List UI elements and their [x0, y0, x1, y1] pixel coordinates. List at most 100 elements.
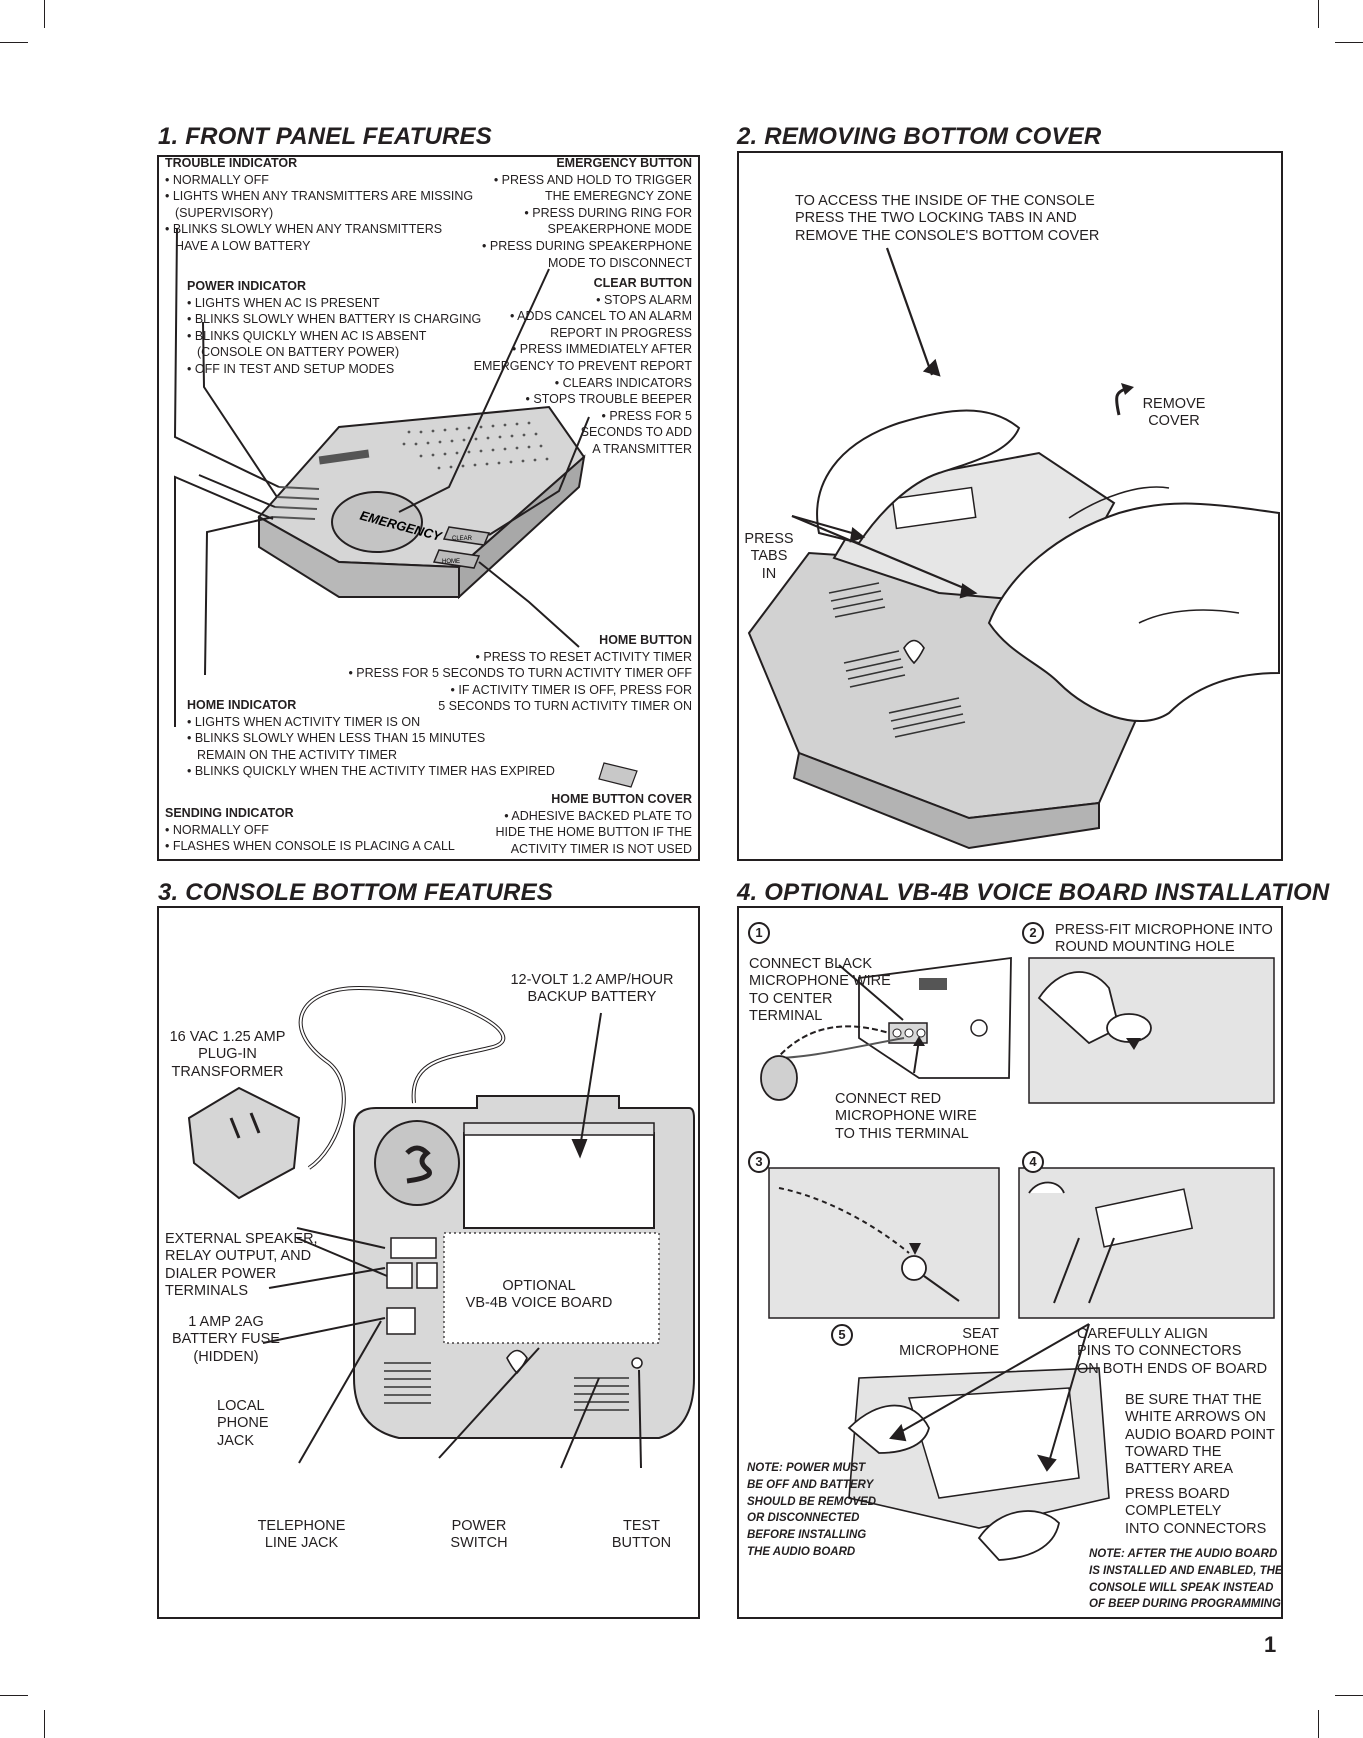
page-number: 1: [1264, 1632, 1277, 1657]
device-home-text: HOME: [442, 559, 460, 565]
emergency-button-block: EMERGENCY BUTTON • PRESS AND HOLD TO TRI…: [482, 155, 692, 271]
emergency-line: SPEAKERPHONE MODE: [547, 222, 692, 237]
transformer-line: PLUG-IN: [198, 1046, 257, 1063]
fuse-line: 1 AMP 2AG: [188, 1314, 264, 1330]
terminals-line: DIALER POWER: [165, 1265, 277, 1282]
home-button-line: • PRESS FOR 5 SECONDS TO TURN ACTIVITY T…: [348, 666, 692, 681]
clear-line: • STOPS ALARM: [596, 292, 692, 307]
note-audio-line: NOTE: AFTER THE AUDIO BOARD: [1089, 1548, 1278, 1560]
power-indicator-block: POWER INDICATOR • LIGHTS WHEN AC IS PRES…: [187, 278, 481, 378]
test-line: TEST: [622, 1518, 661, 1534]
emergency-line: MODE TO DISCONNECT: [548, 255, 692, 270]
note-audio-line: CONSOLE WILL SPEAK INSTEAD: [1089, 1581, 1274, 1594]
local-line: LOCAL: [217, 1398, 265, 1414]
terminals-line: TERMINALS: [165, 1282, 248, 1299]
terminals-line: RELAY OUTPUT, AND: [165, 1248, 312, 1265]
terminals-line: EXTERNAL SPEAKER,: [165, 1231, 318, 1247]
emergency-line: • PRESS DURING RING FOR: [524, 205, 692, 220]
trouble-line: HAVE A LOW BATTERY: [175, 238, 311, 253]
trouble-indicator-block: TROUBLE INDICATOR • NORMALLY OFF • LIGHT…: [165, 155, 473, 255]
sending-line: • NORMALLY OFF: [165, 822, 269, 837]
clear-button-block: CLEAR BUTTON • STOPS ALARM • ADDS CANCEL…: [474, 275, 692, 458]
sending-indicator-block: SENDING INDICATOR • NORMALLY OFF • FLASH…: [165, 805, 455, 855]
press-line: TABS: [750, 548, 788, 565]
clear-line: • ADDS CANCEL TO AN ALARM: [510, 309, 692, 324]
note-audio-line: IS INSTALLED AND ENABLED, THE: [1089, 1564, 1283, 1577]
black-line: CONNECT BLACK: [749, 956, 873, 972]
press-board-label: PRESS BOARD COMPLETELY INTO CONNECTORS: [1125, 1486, 1266, 1538]
access-line: TO ACCESS THE INSIDE OF THE CONSOLE: [795, 193, 1095, 209]
clear-line: • PRESS IMMEDIATELY AFTER: [511, 342, 692, 357]
power-line: • LIGHTS WHEN AC IS PRESENT: [187, 295, 380, 310]
home-cover-line: • ADHESIVE BACKED PLATE TO: [504, 808, 692, 823]
access-line: REMOVE THE CONSOLE'S BOTTOM COVER: [795, 227, 1100, 244]
test-line: BUTTON: [611, 1535, 672, 1552]
emergency-line: • PRESS DURING SPEAKERPHONE: [482, 238, 692, 253]
clear-line: • STOPS TROUBLE BEEPER: [525, 392, 692, 407]
crop-mark: [1335, 1695, 1363, 1696]
pressboard-line: COMPLETELY: [1125, 1503, 1222, 1520]
voice-board-installation-panel: 1 2 3 4 5 CONNECT BLACK MICROPHONE WIRE …: [737, 906, 1283, 1619]
front-panel-illustration: EMERGENCY CLEAR HOME: [173, 228, 638, 788]
remove-cover-illustration: [747, 247, 1280, 850]
emergency-line: THE EMEREGNCY ZONE: [544, 189, 692, 204]
local-phone-jack-label: LOCAL PHONE JACK: [217, 1398, 269, 1450]
trouble-line: • NORMALLY OFF: [165, 172, 269, 187]
arrows-line: TOWARD THE: [1125, 1443, 1222, 1460]
section-2-title: 2. REMOVING BOTTOM COVER: [737, 123, 1102, 150]
local-line: JACK: [217, 1432, 255, 1449]
emergency-line: • PRESS AND HOLD TO TRIGGER: [493, 172, 692, 187]
home-button-cover-block: HOME BUTTON COVER • ADHESIVE BACKED PLAT…: [495, 791, 692, 857]
telephone-line: LINE JACK: [264, 1535, 339, 1552]
seat-line: MICROPHONE: [899, 1343, 999, 1360]
trouble-heading: TROUBLE INDICATOR: [165, 156, 298, 170]
fuse-line: BATTERY FUSE: [172, 1331, 280, 1348]
note-audio-line: OF BEEP DURING PROGRAMMING: [1089, 1598, 1281, 1611]
section-3-title: 3. CONSOLE BOTTOM FEATURES: [158, 879, 554, 906]
press-line: IN: [761, 565, 777, 582]
pressboard-line: INTO CONNECTORS: [1125, 1520, 1267, 1537]
step-3-badge: 3: [748, 1151, 770, 1173]
home-indicator-block: HOME INDICATOR • LIGHTS WHEN ACTIVITY TI…: [187, 697, 555, 780]
step-5-badge: 5: [831, 1324, 853, 1346]
power-switch-label: POWER SWITCH: [439, 1518, 519, 1553]
clear-line: • PRESS FOR 5: [601, 408, 692, 423]
home-cover-line: HIDE THE HOME BUTTON IF THE: [495, 825, 692, 840]
battery-label: 12-VOLT 1.2 AMP/HOUR BACKUP BATTERY: [492, 972, 692, 1007]
power-heading: POWER INDICATOR: [187, 279, 306, 293]
home-indicator-line: REMAIN ON THE ACTIVITY TIMER: [197, 747, 398, 762]
fuse-line: (HIDDEN): [193, 1348, 259, 1365]
power-switch-line: SWITCH: [450, 1535, 508, 1552]
white-arrows-label: BE SURE THAT THE WHITE ARROWS ON AUDIO B…: [1125, 1392, 1275, 1478]
pressfit-line: ROUND MOUNTING HOLE: [1055, 939, 1235, 956]
crop-mark: [1318, 0, 1319, 28]
home-cover-plate: [598, 762, 638, 788]
clear-line: REPORT IN PROGRESS: [550, 325, 692, 340]
crop-mark: [1335, 42, 1363, 43]
black-line: TO CENTER: [749, 990, 833, 1007]
trouble-line: • BLINKS SLOWLY WHEN ANY TRANSMITTERS: [165, 222, 443, 237]
black-line: MICROPHONE WIRE: [749, 973, 891, 990]
voice-board-label: OPTIONAL VB-4B VOICE BOARD: [449, 1278, 629, 1313]
access-line: PRESS THE TWO LOCKING TABS IN AND: [795, 210, 1077, 227]
clear-line: A TRANSMITTER: [592, 441, 692, 456]
red-line: TO THIS TERMINAL: [835, 1125, 969, 1142]
arrows-line: BATTERY AREA: [1125, 1461, 1233, 1478]
red-line: MICROPHONE WIRE: [835, 1108, 977, 1125]
transformer-line: 16 VAC 1.25 AMP: [169, 1029, 286, 1045]
console-bottom-features-panel: 12-VOLT 1.2 AMP/HOUR BACKUP BATTERY 16 V…: [157, 906, 700, 1619]
removing-bottom-cover-panel: TO ACCESS THE INSIDE OF THE CONSOLE PRES…: [737, 151, 1283, 861]
note-power-line: SHOULD BE REMOVED: [747, 1495, 877, 1508]
crop-mark: [1318, 1710, 1319, 1738]
home-indicator-heading: HOME INDICATOR: [187, 698, 297, 712]
crop-mark: [0, 42, 28, 43]
step-1-badge: 1: [748, 922, 770, 944]
seat-microphone-label: SEAT MICROPHONE: [889, 1326, 999, 1361]
test-button-label: TEST BUTTON: [604, 1518, 679, 1553]
arrows-line: BE SURE THAT THE: [1125, 1392, 1262, 1408]
connect-red-label: CONNECT RED MICROPHONE WIRE TO THIS TERM…: [835, 1091, 977, 1143]
sending-heading: SENDING INDICATOR: [165, 806, 294, 820]
section-4-title: 4. OPTIONAL VB-4B VOICE BOARD INSTALLATI…: [737, 879, 1330, 906]
power-line: • OFF IN TEST AND SETUP MODES: [187, 361, 395, 376]
sending-line: • FLASHES WHEN CONSOLE IS PLACING A CALL: [165, 839, 455, 854]
